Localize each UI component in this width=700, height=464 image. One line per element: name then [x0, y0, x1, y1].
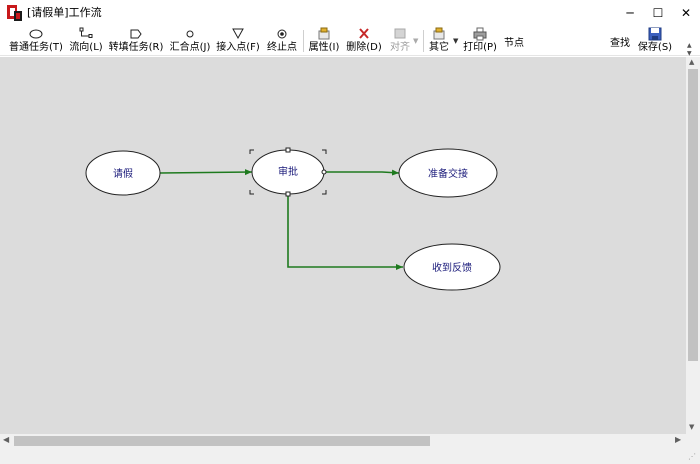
title-bar: [请假单]工作流 ─ ☐ ✕ — [0, 0, 700, 26]
workflow-node[interactable]: 请假 — [85, 150, 161, 196]
print-label: 打印(P) — [463, 42, 497, 53]
edge-approve-to-feedback[interactable] — [287, 194, 403, 270]
workflow-node-selected[interactable]: 审批 — [249, 147, 327, 197]
connection-point[interactable] — [285, 147, 291, 153]
toolbar-separator — [303, 30, 304, 52]
double-circle-icon — [277, 29, 287, 39]
other-dropdown-icon[interactable]: ▼ — [453, 37, 459, 45]
find-button[interactable]: 查找 — [610, 38, 630, 49]
node-search-label: 节点 — [504, 38, 524, 49]
flow-button[interactable]: 流向(L) — [68, 26, 104, 56]
vertical-scrollbar[interactable]: ▲ ▼ — [686, 57, 700, 434]
join-point-label: 汇合点(J) — [169, 42, 211, 53]
workflow-canvas[interactable]: 请假 审批 准备交接 收到反馈 — [0, 57, 686, 434]
app-logo-icon — [7, 5, 22, 21]
entry-point-button[interactable]: 接入点(F) — [216, 26, 260, 56]
properties-icon — [318, 27, 330, 40]
save-disk-icon — [648, 27, 662, 41]
printer-icon — [473, 27, 487, 41]
properties-label: 属性(I) — [308, 42, 340, 53]
node-label: 请假 — [113, 167, 133, 180]
close-button[interactable]: ✕ — [680, 6, 692, 20]
node-label: 准备交接 — [428, 167, 468, 180]
join-point-button[interactable]: 汇合点(J) — [168, 26, 212, 56]
end-point-label: 终止点 — [267, 42, 297, 53]
toolbar-scroll-down-icon[interactable]: ▼ — [687, 50, 692, 57]
edge-leave-to-approve[interactable] — [159, 169, 253, 176]
scroll-down-arrow-icon[interactable]: ▼ — [689, 423, 695, 431]
align-dropdown-icon[interactable]: ▼ — [413, 37, 419, 45]
maximize-button[interactable]: ☐ — [652, 6, 664, 20]
scroll-left-arrow-icon[interactable]: ◀ — [3, 435, 10, 444]
flow-label: 流向(L) — [69, 42, 103, 53]
node-search-input[interactable] — [528, 32, 606, 48]
properties-button[interactable]: 属性(I) — [306, 26, 342, 56]
align-button[interactable]: 对齐 — [386, 26, 414, 56]
print-button[interactable]: 打印(P) — [462, 26, 498, 56]
edge-approve-to-handover[interactable] — [324, 169, 400, 176]
node-label: 审批 — [278, 165, 298, 178]
scroll-right-arrow-icon[interactable]: ▶ — [675, 435, 682, 444]
window-title: [请假单]工作流 — [27, 6, 102, 19]
connection-point[interactable] — [321, 169, 327, 175]
transfer-task-button[interactable]: 转填任务(R) — [108, 26, 164, 56]
other-icon — [433, 27, 445, 40]
ellipse-icon — [29, 29, 43, 39]
horizontal-scroll-thumb[interactable] — [14, 436, 430, 446]
delete-x-icon — [359, 28, 369, 39]
vertical-scroll-thumb[interactable] — [688, 69, 698, 361]
selection-handle[interactable] — [249, 149, 254, 154]
scroll-up-arrow-icon[interactable]: ▲ — [689, 58, 695, 66]
end-point-button[interactable]: 终止点 — [264, 26, 300, 56]
entry-point-label: 接入点(F) — [216, 42, 260, 53]
align-icon — [394, 28, 406, 39]
workflow-diagram: 请假 审批 准备交接 收到反馈 — [85, 147, 501, 291]
other-label: 其它 — [429, 42, 449, 53]
normal-task-button[interactable]: 普通任务(T) — [8, 26, 64, 56]
minimize-button[interactable]: ─ — [626, 6, 634, 20]
toolbar-scroll-up-icon[interactable]: ▲ — [687, 42, 692, 49]
workflow-node[interactable]: 收到反馈 — [403, 243, 501, 291]
transfer-task-label: 转填任务(R) — [108, 42, 164, 53]
toolbar-separator — [423, 30, 424, 52]
horizontal-scrollbar[interactable]: ◀ ▶ — [0, 434, 686, 448]
save-label: 保存(S) — [637, 42, 673, 53]
save-button[interactable]: 保存(S) — [636, 26, 674, 56]
align-label: 对齐 — [390, 42, 410, 53]
other-button[interactable]: 其它 — [426, 26, 452, 56]
flow-connector-icon — [79, 27, 93, 38]
scrollbar-corner — [686, 434, 700, 448]
small-circle-icon — [186, 30, 194, 38]
pentagon-tag-icon — [130, 29, 142, 39]
connection-point[interactable] — [285, 191, 291, 197]
resize-grip-icon[interactable]: ⋰ — [688, 452, 696, 461]
selection-handle[interactable] — [249, 190, 254, 195]
status-bar — [0, 448, 700, 464]
node-label: 收到反馈 — [432, 261, 472, 274]
delete-label: 删除(D) — [346, 42, 382, 53]
normal-task-label: 普通任务(T) — [9, 42, 63, 53]
delete-button[interactable]: 删除(D) — [344, 26, 384, 56]
selection-handle[interactable] — [322, 190, 327, 195]
triangle-down-icon — [232, 28, 244, 40]
toolbar: 普通任务(T) 流向(L) 转填任务(R) 汇合点(J) 接入点(F) 终止点 … — [0, 26, 700, 57]
workflow-node[interactable]: 准备交接 — [398, 148, 498, 198]
selection-handle[interactable] — [322, 149, 327, 154]
